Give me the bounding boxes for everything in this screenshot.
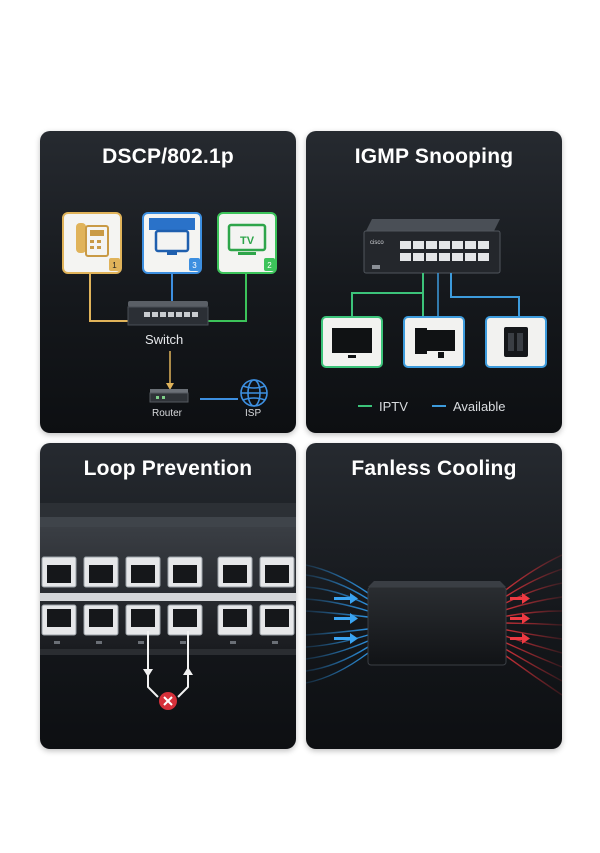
tv-endpoint-box [321,316,383,368]
phone-device-box [62,212,122,274]
cooling-diagram [306,554,562,696]
tv-icon [227,223,267,252]
fanless-cooling-card: Fanless Cooling [306,443,562,749]
pc-tag: 3 [192,261,197,270]
switch-port-panel [40,503,296,655]
loop-cable [147,631,189,698]
cool-air-arrow-icon [334,593,358,644]
card-title: DSCP/802.1p [102,145,234,168]
tv-label: TV [240,235,255,247]
iptv-link-line [351,273,424,317]
card-title: Loop Prevention [83,457,253,480]
legend-available-label: Available [453,399,506,414]
down-arrow-icon [166,383,174,390]
monitor-endpoint-box [403,316,465,368]
hot-air-arrow-icon [510,593,530,644]
switch-image [127,301,209,326]
isp-label: ISP [245,408,262,419]
monitor-icon [427,330,455,351]
tv-link-line [205,271,247,322]
tv-device-box [217,212,277,274]
brand-label: cisco [370,240,384,246]
router-label: Router [152,408,183,419]
nas-icon [504,327,528,357]
router-image [149,389,189,403]
igmp-feature-card: IGMP Snooping cisco [306,131,562,433]
down-arrow-icon [143,669,153,677]
legend-iptv-label: IPTV [379,399,408,414]
phone-tag: 1 [112,261,117,270]
qos-diagram: 1 3 TV 2 [62,212,277,407]
phone-body-icon [85,225,109,257]
loop-prevention-card: Loop Prevention [40,443,296,749]
phone-handset-icon [76,223,86,253]
switch-label: Switch [145,332,184,347]
tv-icon [332,328,372,353]
phone-link-line [89,271,135,322]
switch-image [363,219,501,274]
tv-tag: 2 [267,261,272,270]
qos-feature-card: DSCP/802.1p 1 3 [40,131,296,433]
fanless-switch-image [367,581,507,666]
available-link-line [450,273,520,317]
monitor-icon [154,229,190,253]
hot-airflow [501,554,562,696]
card-title: IGMP Snooping [354,145,514,168]
loop-blocked-icon [159,692,177,710]
cool-airflow [306,564,369,684]
card-title: Fanless Cooling [351,457,517,480]
globe-icon [240,379,268,407]
loop-diagram [40,503,296,710]
nas-endpoint-box [485,316,547,368]
igmp-diagram: cisco [321,219,547,407]
pc-device-box [142,212,202,274]
up-arrow-icon [183,667,193,675]
